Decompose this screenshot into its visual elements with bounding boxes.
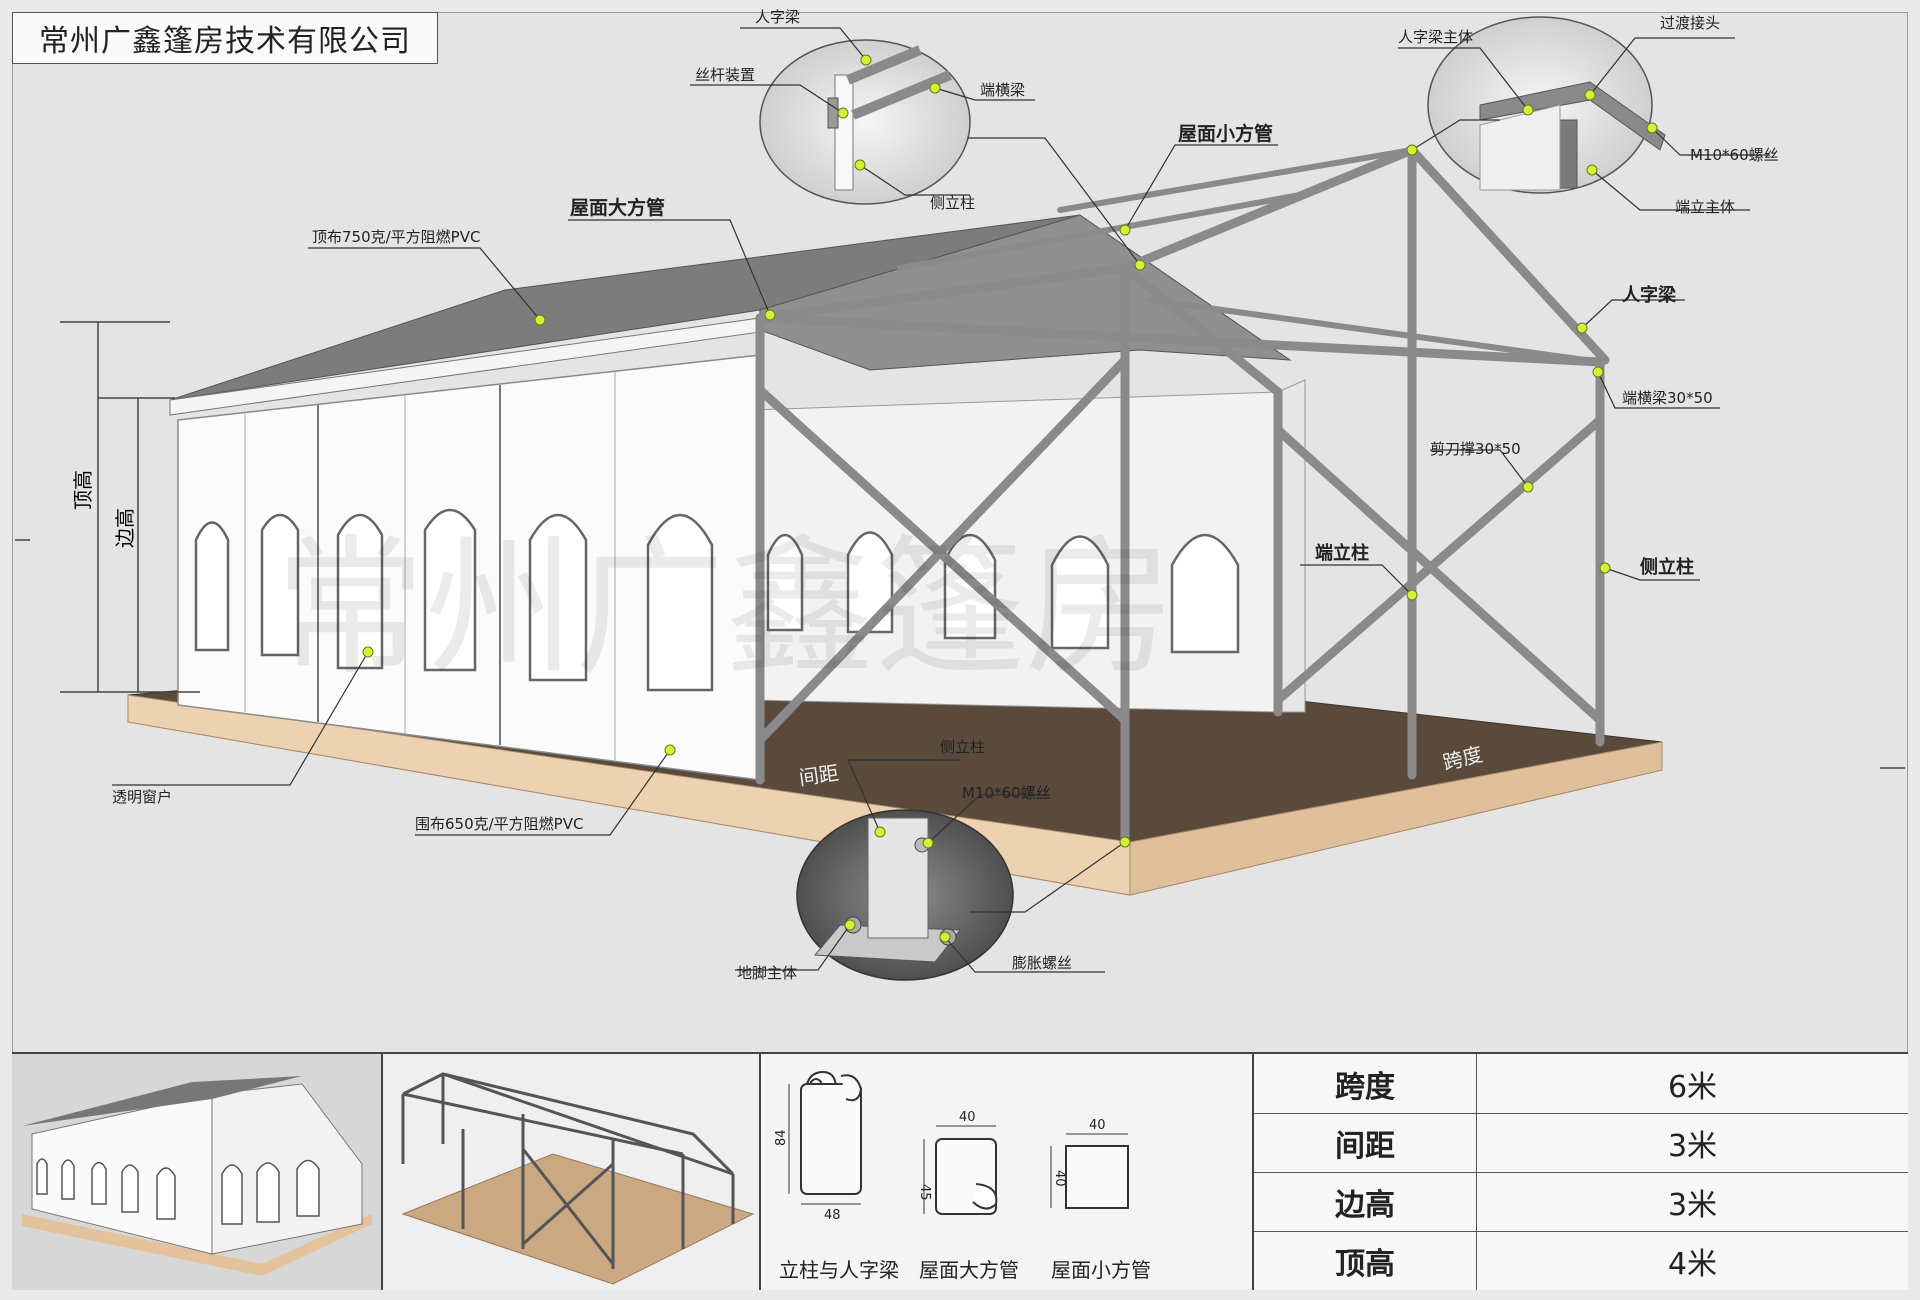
profile-small-height: 40 bbox=[1052, 1170, 1067, 1187]
label-transparent-window: 透明窗户 bbox=[112, 788, 172, 806]
thumbnail-frame bbox=[383, 1054, 761, 1290]
label-a-beam-top: 人字梁 bbox=[755, 8, 800, 26]
spec-label: 间距 bbox=[1254, 1113, 1477, 1172]
spec-label: 顶高 bbox=[1254, 1231, 1477, 1290]
label-screw-device: 丝杆装置 bbox=[695, 66, 755, 84]
profile-big-height: 45 bbox=[917, 1184, 932, 1201]
label-m10-bolt-top: M10*60螺丝 bbox=[1690, 146, 1779, 164]
label-roof-cover: 顶布750克/平方阻燃PVC bbox=[312, 228, 480, 246]
label-end-column-body: 端立主体 bbox=[1675, 198, 1735, 216]
label-end-cross-beam-right: 端横梁30*50 bbox=[1622, 389, 1713, 407]
leader-lines bbox=[112, 27, 1770, 973]
thumbnail-tent bbox=[12, 1054, 383, 1290]
spec-label: 边高 bbox=[1254, 1172, 1477, 1231]
profile-big-width: 40 bbox=[959, 1110, 976, 1125]
profile-small-width: 40 bbox=[1089, 1118, 1106, 1133]
profile-column-height: 84 bbox=[774, 1129, 789, 1146]
label-end-cross-beam-top: 端横梁 bbox=[980, 81, 1025, 99]
profile-column-width: 48 bbox=[824, 1208, 841, 1223]
spec-table: 跨度 6米 间距 3米 边高 3米 顶高 4米 bbox=[1254, 1054, 1908, 1290]
company-title: 常州广鑫篷房技术有限公司 bbox=[12, 12, 438, 64]
label-side-column-right: 侧立柱 bbox=[1640, 556, 1694, 578]
callout-dots bbox=[362, 54, 1658, 943]
steel-frame bbox=[755, 145, 1610, 843]
dimension-lines bbox=[15, 321, 1905, 769]
label-side-column-bottom: 侧立柱 bbox=[940, 738, 985, 756]
back-windows bbox=[766, 531, 1240, 654]
spec-value: 6米 bbox=[1667, 1069, 1718, 1105]
spec-row-spacing: 间距 3米 bbox=[1254, 1113, 1908, 1173]
roof bbox=[169, 214, 1292, 416]
profile-big-label: 屋面大方管 bbox=[919, 1258, 1019, 1282]
label-m10-bolt-bottom: M10*60螺丝 bbox=[962, 784, 1051, 802]
tent-diagram: 常州广鑫篷房 顶高 边高 间距 跨度 bbox=[15, 8, 1905, 982]
detail-ridge-joint bbox=[1427, 16, 1666, 194]
top-height-label: 顶高 bbox=[71, 470, 95, 510]
label-end-column: 端立柱 bbox=[1315, 542, 1369, 564]
side-height-label: 边高 bbox=[113, 508, 137, 548]
label-scissor-brace: 剪刀撑30*50 bbox=[1430, 440, 1521, 458]
label-transition-joint: 过渡接头 bbox=[1660, 14, 1720, 32]
profile-column-label: 立柱与人字梁 bbox=[779, 1258, 899, 1282]
spec-label: 跨度 bbox=[1254, 1054, 1477, 1113]
spec-value: 4米 bbox=[1667, 1246, 1718, 1282]
label-expansion-bolt: 膨胀螺丝 bbox=[1012, 954, 1072, 972]
label-roof-big-tube: 屋面大方管 bbox=[570, 196, 665, 219]
detail-foot bbox=[796, 809, 1014, 981]
side-windows bbox=[194, 508, 714, 692]
label-foot-body: 地脚主体 bbox=[737, 964, 797, 982]
spec-row-top-height: 顶高 4米 bbox=[1254, 1231, 1908, 1290]
spec-value: 3米 bbox=[1667, 1187, 1718, 1223]
label-a-beam-body: 人字梁主体 bbox=[1398, 28, 1473, 46]
profile-sections: 84 48 40 45 40 40 立柱与人字梁 屋面大方管 屋面小方管 bbox=[761, 1054, 1254, 1290]
label-wall-cover: 围布650克/平方阻燃PVC bbox=[415, 815, 583, 833]
spacing-label: 间距 bbox=[797, 761, 840, 790]
watermark: 常州广鑫篷房 bbox=[275, 522, 1175, 696]
spec-row-side-height: 边高 3米 bbox=[1254, 1172, 1908, 1232]
spec-value: 3米 bbox=[1667, 1128, 1718, 1164]
label-a-beam-right: 人字梁 bbox=[1622, 284, 1677, 306]
spec-row-span: 跨度 6米 bbox=[1254, 1054, 1908, 1114]
bottom-strip: 84 48 40 45 40 40 立柱与人字梁 屋面大方管 屋面小方管 跨度 … bbox=[12, 1052, 1908, 1290]
label-roof-small-tube: 屋面小方管 bbox=[1178, 122, 1273, 145]
detail-ridge-screw bbox=[759, 39, 971, 205]
profile-small-label: 屋面小方管 bbox=[1051, 1258, 1151, 1282]
label-side-column-top: 侧立柱 bbox=[930, 194, 975, 212]
